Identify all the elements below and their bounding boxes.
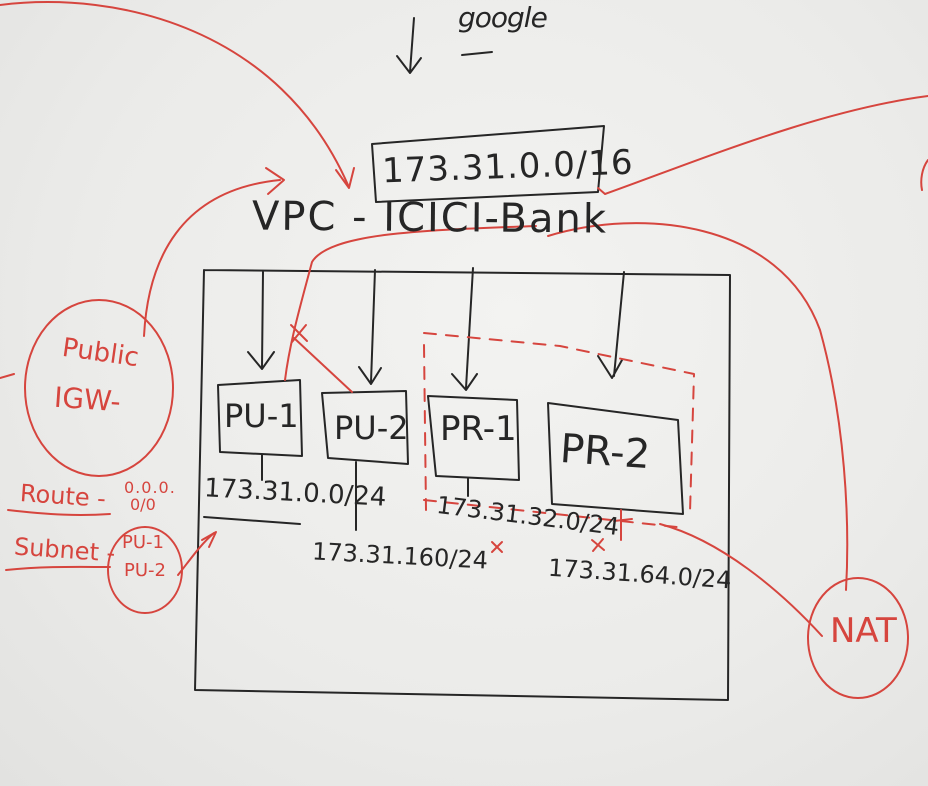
cross-mark — [290, 324, 308, 343]
google-underline — [461, 51, 493, 56]
private-dashed-region — [423, 332, 695, 529]
subnet-pr2-name: PR-2 — [558, 425, 652, 479]
route-label: Route - — [19, 479, 107, 513]
plus-mark — [613, 509, 633, 541]
x-mark-2 — [591, 538, 605, 552]
route-table-subnet-1: PU-1 — [122, 532, 164, 553]
igw-arc-head — [265, 167, 285, 195]
arrow-pr1 — [451, 267, 478, 391]
nat-label: NAT — [830, 611, 897, 651]
right-arc — [597, 95, 928, 195]
subnet-underline — [5, 565, 111, 571]
arrow-pr2 — [597, 271, 625, 379]
route-value-line2: 0/0 — [130, 495, 156, 514]
nat-arc — [547, 222, 849, 591]
subnet-pu1-name: PU-1 — [224, 397, 299, 435]
subnet-pu2-name: PU-2 — [334, 409, 409, 447]
pu2-box — [321, 390, 409, 465]
subnet-assoc-label: Subnet - — [13, 532, 117, 568]
top-left-arc-head — [335, 167, 355, 189]
route-underline — [7, 509, 111, 516]
arrow-pu2 — [358, 269, 382, 385]
google-arrow — [396, 17, 422, 74]
igw-left-stub — [0, 373, 15, 379]
top-left-arc — [0, 1, 349, 186]
x-mark-1 — [491, 541, 503, 553]
nat-circle — [807, 577, 909, 699]
route-table-link — [177, 532, 215, 576]
route-table-link-head — [201, 531, 217, 548]
vpc-cidr-box — [371, 125, 605, 203]
igw-circle — [24, 299, 174, 477]
pu1-box — [217, 379, 303, 457]
cross-line — [293, 337, 353, 393]
route-table-subnet-2: PU-2 — [124, 560, 166, 581]
vpc-to-pu2 — [284, 225, 537, 381]
arrow-pu1 — [247, 271, 275, 370]
pr2-box — [547, 402, 684, 515]
pu1-cidr-underline — [203, 516, 301, 525]
pr1-box — [427, 395, 520, 481]
igw-arc — [143, 179, 281, 337]
vpc-name: VPC - ICICI-Bank — [251, 193, 609, 243]
right-edge-arc — [920, 159, 928, 191]
route-value-line1: 0.0.0. — [124, 478, 176, 497]
google-label: google — [458, 1, 548, 34]
vpc-cidr: 173.31.0.0/16 — [381, 142, 635, 192]
igw-label-line2: IGW- — [52, 380, 122, 419]
subnet-pr1-name: PR-1 — [440, 409, 517, 449]
line-to-nat — [659, 523, 823, 637]
